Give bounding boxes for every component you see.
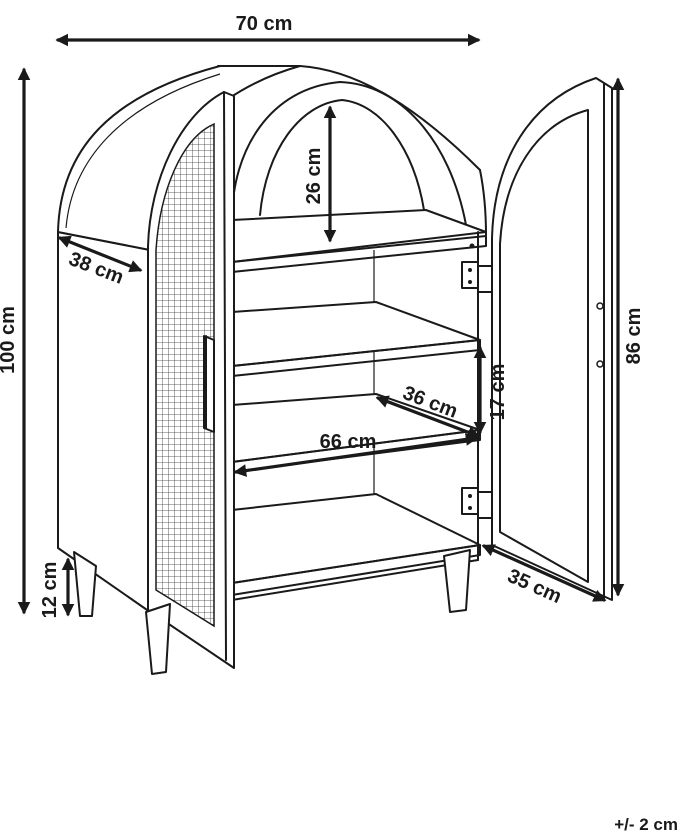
- hinge-top: [461, 261, 493, 293]
- label-leg-height: 12 cm: [39, 562, 61, 619]
- legs: [73, 549, 471, 675]
- hinge-bottom: [461, 487, 493, 519]
- right-door: [491, 77, 613, 601]
- label-door-height: 86 cm: [623, 308, 645, 365]
- label-width-top: 70 cm: [236, 13, 293, 35]
- label-inner-width: 66 cm: [320, 431, 377, 453]
- left-door: [147, 91, 235, 669]
- tolerance-note: +/- 2 cm: [614, 815, 678, 834]
- label-shelf-spacing: 17 cm: [487, 364, 509, 421]
- dimension-arrows: [17, 33, 625, 617]
- cabinet-body: [57, 65, 493, 613]
- label-arch-height: 26 cm: [303, 148, 325, 205]
- label-height-total: 100 cm: [0, 306, 19, 374]
